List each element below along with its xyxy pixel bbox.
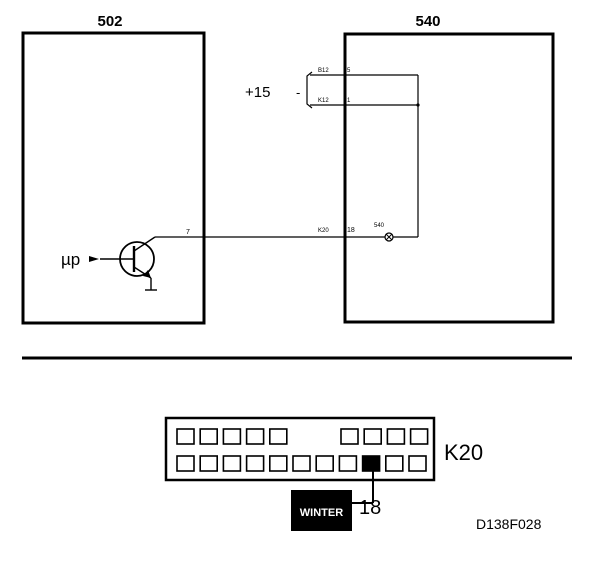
connector-pin [245,455,265,472]
connector-pin [409,428,429,445]
connector-pin [292,455,311,472]
wire-k20-connector: K20 [318,228,329,234]
winter-label: WINTER [300,507,343,519]
wire-k12-pin: 1 [347,98,351,104]
box-502-label: 502 [97,13,122,30]
connector-k20 [164,416,436,482]
supply-dash: - [296,85,300,100]
connector-pin [315,455,335,472]
connector-pin [199,428,218,445]
connector-pin [199,455,218,472]
connector-pin [222,455,242,472]
connector-pin [338,455,358,472]
connector-pin [176,455,195,472]
winter-indicator [291,490,352,531]
junction-dot [416,103,420,107]
box-540 [343,32,555,324]
connector-pin [222,428,242,445]
transistor-pin-label: 7 [186,229,190,236]
connector-pin [340,428,359,445]
connector-name: K20 [444,440,483,465]
wire-k12-connector: K12 [318,98,329,104]
input-arrow-icon [89,256,99,262]
connector-pin [363,428,383,445]
connector-pin [245,428,265,445]
supply-bracket [306,71,313,109]
supply-label: +15 [245,84,270,101]
figure-code: D138F028 [476,516,542,532]
connector-pin [408,455,427,472]
box-502 [21,31,206,325]
wire-k20-pin: 18 [347,227,355,234]
connector-pin [268,428,288,445]
connector-pin-highlighted [361,455,381,472]
pin-number: 18 [359,497,381,519]
input-label: µp [61,250,80,269]
wire-b12-connector: B12 [318,68,329,74]
wire-b12-pin: 5 [347,68,351,74]
connector-pins-top-right [340,428,429,445]
box-540-label: 540 [415,13,440,30]
connector-pin [176,428,195,445]
connector-pin [386,428,406,445]
connector-pin [384,455,404,472]
lamp-label: 540 [374,223,385,229]
transistor-icon [100,236,157,291]
connector-pins-bottom [176,455,427,472]
connector-pins-top-left [176,428,288,445]
connector-pin [268,455,288,472]
